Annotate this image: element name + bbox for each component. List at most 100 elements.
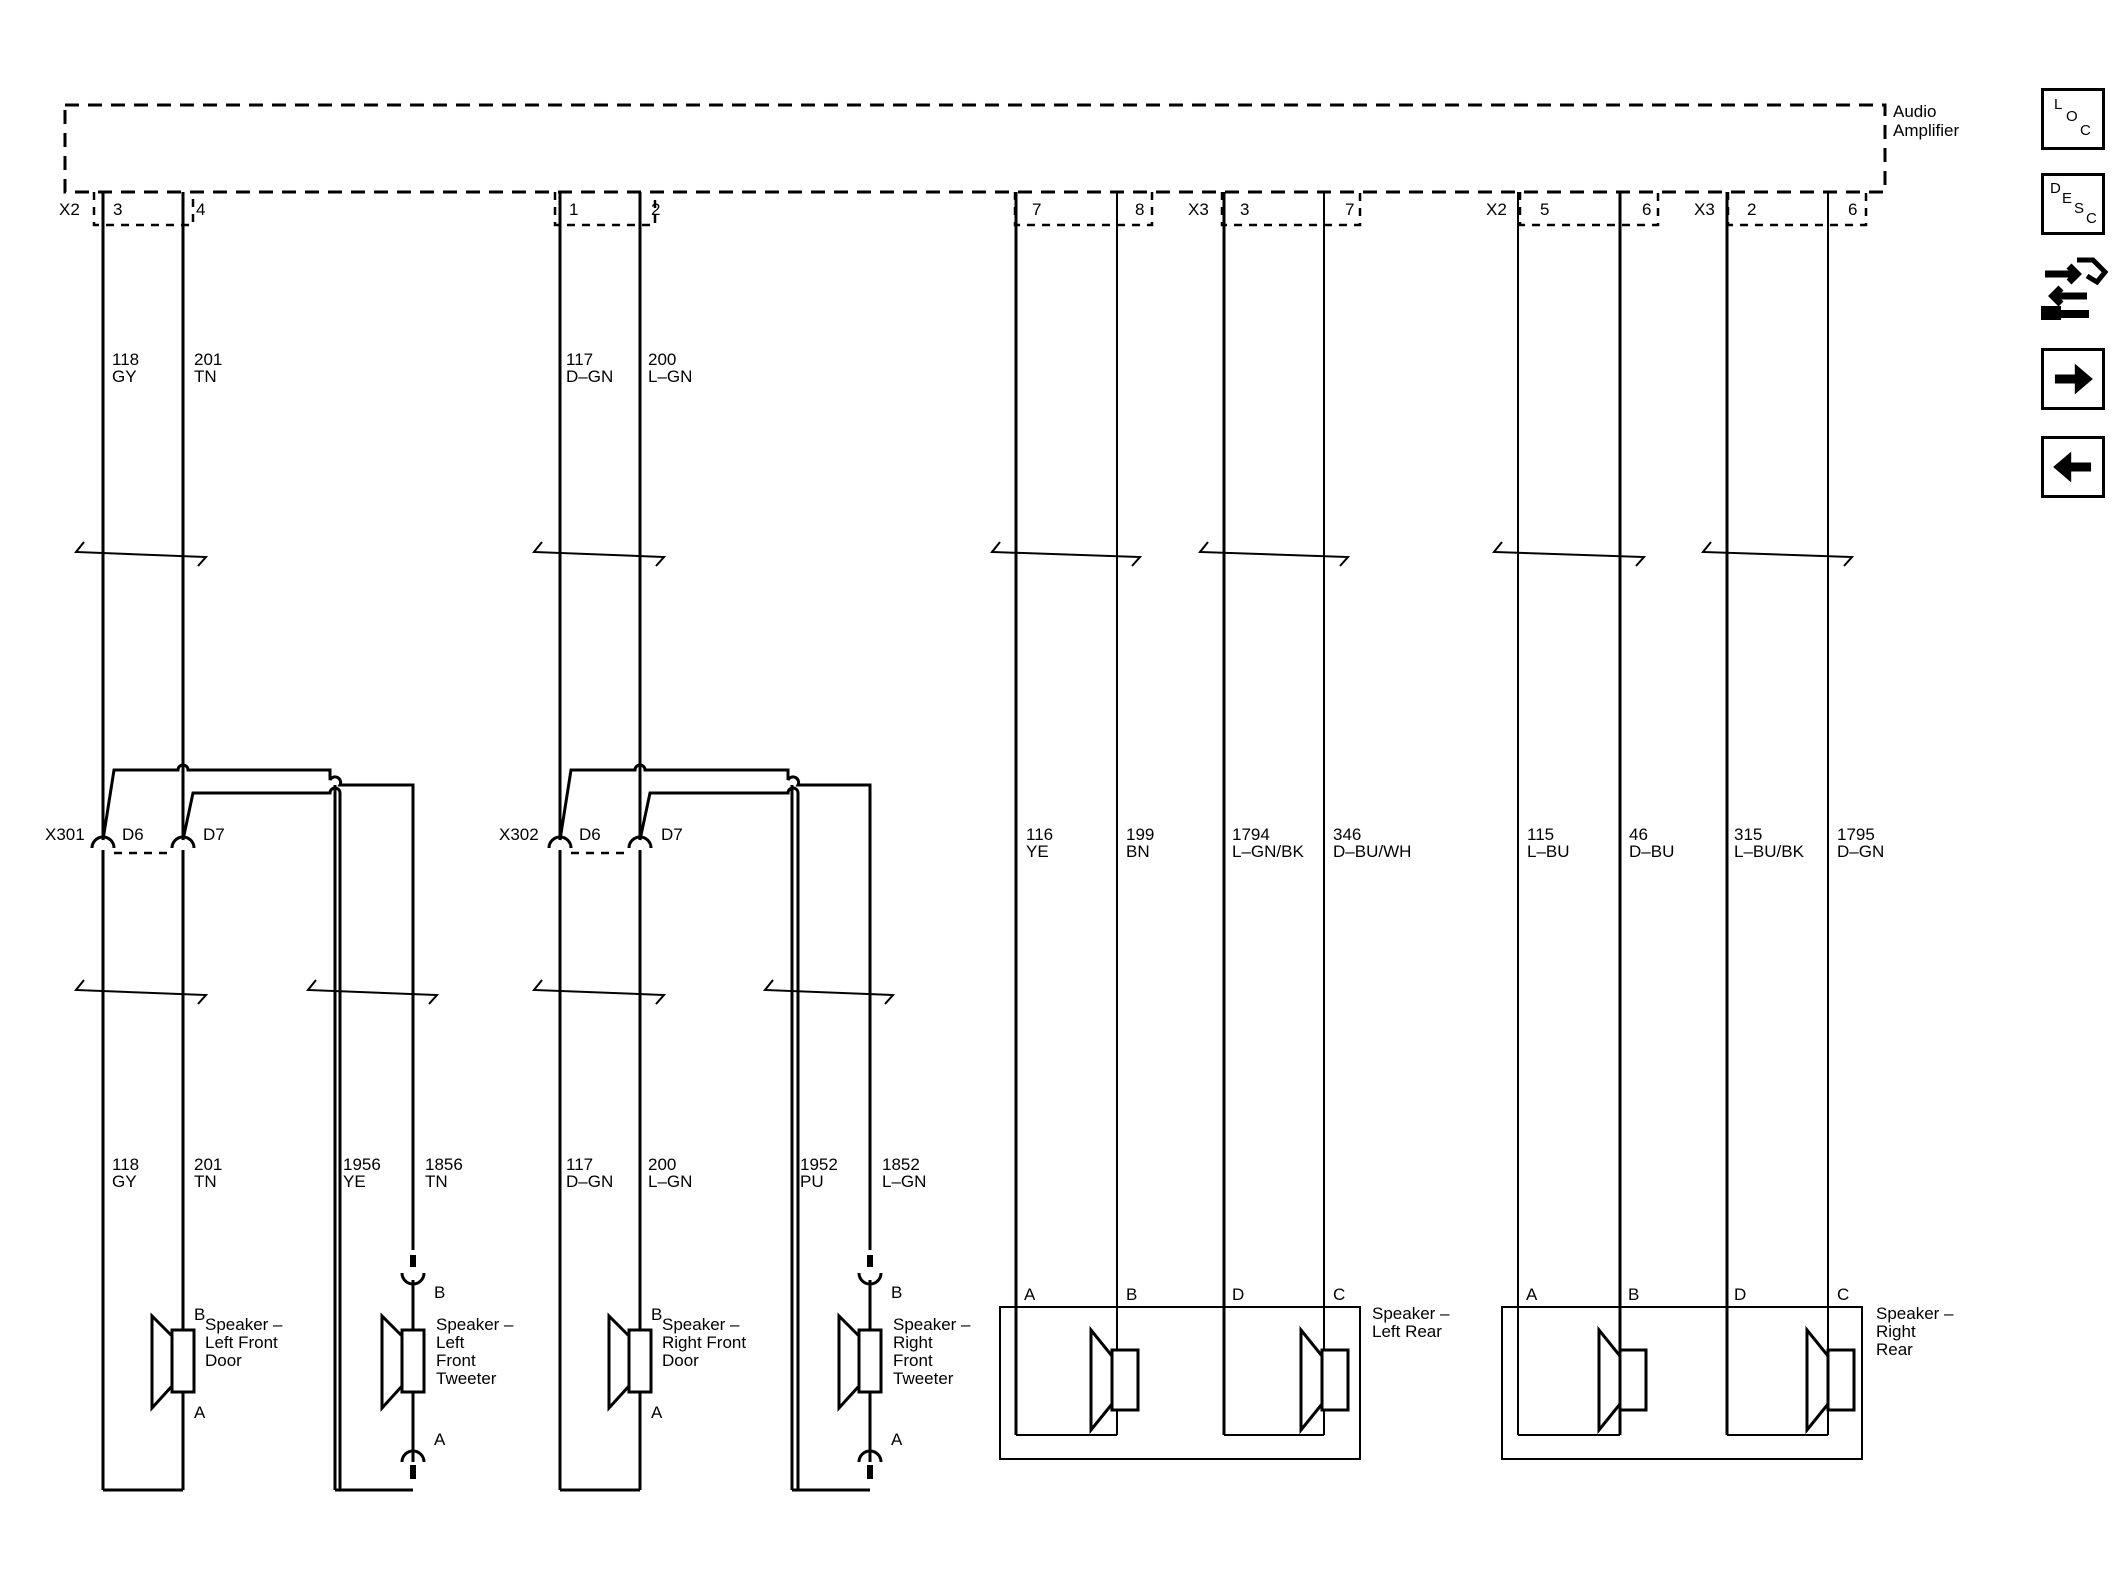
speaker-terminal-label: A bbox=[1024, 1285, 1036, 1304]
wire-circuit-label: 116 bbox=[1026, 825, 1053, 844]
speaker-left-rear-box bbox=[999, 1306, 1361, 1460]
wire-color-label: PU bbox=[800, 1172, 824, 1191]
loc-letter: L bbox=[2054, 96, 2063, 113]
splice-x301-label: X301 bbox=[45, 825, 85, 844]
wire-color-label: D–GN bbox=[566, 367, 613, 386]
speaker-terminal-label: D bbox=[1232, 1285, 1244, 1304]
tweeter-left-a-pin bbox=[410, 1465, 416, 1479]
connector-x2-c-outline bbox=[1518, 192, 1660, 227]
speaker-terminal-label: C bbox=[1333, 1285, 1345, 1304]
desc-letter: D bbox=[2050, 180, 2061, 197]
wire-circuit-label: 200 bbox=[648, 350, 676, 369]
speaker-name-line: Right bbox=[893, 1333, 933, 1352]
connector-name: X3 bbox=[1188, 200, 1209, 219]
amplifier-label-1: Audio bbox=[1893, 102, 1936, 121]
wire-circuit-label: 1856 bbox=[425, 1155, 463, 1174]
tweeter-left-b-pin bbox=[410, 1255, 416, 1267]
speaker-name-line: Front bbox=[436, 1351, 476, 1370]
speaker-terminal-label: A bbox=[194, 1403, 206, 1422]
splice-x302-jumper bbox=[558, 763, 872, 1250]
connector-x2-b-outline bbox=[553, 192, 657, 227]
speaker-name-line: Speaker – bbox=[893, 1315, 971, 1334]
speaker-name-line: Speaker – bbox=[662, 1315, 740, 1334]
splice-pin-label: D6 bbox=[579, 825, 601, 844]
splice-x302-label: X302 bbox=[499, 825, 539, 844]
wire-color-label: TN bbox=[194, 1172, 217, 1191]
wire-color-label: L–BU bbox=[1527, 842, 1570, 861]
wire-circuit-label: 117 bbox=[566, 350, 593, 369]
speaker-terminal-label: A bbox=[651, 1403, 663, 1422]
speaker-terminal-label: B bbox=[434, 1283, 445, 1302]
speaker-name-line: Tweeter bbox=[436, 1369, 497, 1388]
pin-number: 7 bbox=[1032, 200, 1041, 219]
wire-circuit-label: 200 bbox=[648, 1155, 676, 1174]
previous-page-button[interactable] bbox=[2041, 436, 2105, 498]
desc-letter: S bbox=[2074, 200, 2085, 217]
speaker-left-front-door-icon bbox=[150, 1312, 196, 1412]
wire-color-label: D–BU bbox=[1629, 842, 1674, 861]
speaker-right-front-door-icon bbox=[607, 1312, 653, 1412]
splice-pin-label: D7 bbox=[203, 825, 225, 844]
splice-x301-jumper bbox=[101, 763, 415, 1250]
speaker-terminal-label: A bbox=[891, 1430, 903, 1449]
speaker-name-line: Rear bbox=[1876, 1340, 1913, 1359]
wire-circuit-label: 201 bbox=[194, 350, 222, 369]
wire-circuit-label: 117 bbox=[566, 1155, 593, 1174]
speaker-name-line: Right bbox=[1876, 1322, 1916, 1341]
connector-name: X2 bbox=[59, 200, 80, 219]
wire-color-label: L–GN bbox=[882, 1172, 926, 1191]
speaker-terminal-label: B bbox=[651, 1305, 662, 1324]
speaker-name-line: Left bbox=[436, 1333, 465, 1352]
next-page-button[interactable] bbox=[2041, 348, 2105, 410]
splice-x302-d6-terminal bbox=[547, 835, 573, 849]
splice-pin-label: D6 bbox=[122, 825, 144, 844]
loc-letter: C bbox=[2080, 122, 2091, 139]
wire-color-label: L–GN bbox=[648, 367, 692, 386]
wire-color-label: GY bbox=[112, 367, 137, 386]
wire-circuit-label: 1794 bbox=[1232, 825, 1270, 844]
loc-button[interactable]: L O C bbox=[2041, 88, 2105, 150]
pin-number: 6 bbox=[1848, 200, 1857, 219]
speaker-name-line: Speaker – bbox=[1876, 1304, 1954, 1323]
pin-number: 2 bbox=[1747, 200, 1756, 219]
wire-circuit-label: 118 bbox=[112, 350, 139, 369]
speaker-name-line: Door bbox=[662, 1351, 699, 1370]
desc-letter: E bbox=[2062, 190, 2073, 207]
wire-break-marks bbox=[73, 541, 1855, 1005]
speaker-name-line: Left Front bbox=[205, 1333, 278, 1352]
wire-color-label: D–GN bbox=[1837, 842, 1884, 861]
splice-x302-jumper-2 bbox=[638, 786, 800, 1490]
loc-letter: O bbox=[2066, 108, 2078, 125]
wire-circuit-label: 315 bbox=[1734, 825, 1762, 844]
wire-color-label: D–GN bbox=[566, 1172, 613, 1191]
speaker-terminal-label: B bbox=[1628, 1285, 1639, 1304]
speaker-name-line: Right Front bbox=[662, 1333, 746, 1352]
wire-color-label: D–BU/WH bbox=[1333, 842, 1411, 861]
pin-number: 5 bbox=[1540, 200, 1549, 219]
arrow-right-icon bbox=[2054, 363, 2093, 395]
amplifier-label-2: Amplifier bbox=[1893, 121, 1959, 140]
speaker-terminal-label: D bbox=[1734, 1285, 1746, 1304]
speaker-name-line: Speaker – bbox=[205, 1315, 283, 1334]
tweeter-right-a-pin bbox=[867, 1465, 873, 1479]
speaker-terminal-label: B bbox=[1126, 1285, 1137, 1304]
wire-color-label: L–GN/BK bbox=[1232, 842, 1304, 861]
wire-circuit-label: 1956 bbox=[343, 1155, 381, 1174]
amplifier-box bbox=[63, 103, 1887, 194]
pin-number: 1 bbox=[569, 200, 578, 219]
wire-color-label: YE bbox=[343, 1172, 366, 1191]
connector-name: X2 bbox=[1486, 200, 1507, 219]
speaker-left-rear-ab-icon bbox=[1089, 1325, 1140, 1435]
wire-circuit-label: 199 bbox=[1126, 825, 1154, 844]
speaker-name-line: Tweeter bbox=[893, 1369, 954, 1388]
speaker-left-front-tweeter-icon bbox=[380, 1312, 426, 1412]
speaker-right-rear-dc-icon bbox=[1805, 1325, 1856, 1435]
harness-tools-icon[interactable] bbox=[2035, 252, 2111, 324]
desc-button[interactable]: D E S C bbox=[2041, 173, 2105, 235]
speaker-name-line: Left Rear bbox=[1372, 1322, 1442, 1341]
speaker-right-rear-box bbox=[1501, 1306, 1863, 1460]
tweeter-right-b-pin bbox=[867, 1255, 873, 1267]
speaker-terminal-label: B bbox=[891, 1283, 902, 1302]
connector-name: X3 bbox=[1694, 200, 1715, 219]
